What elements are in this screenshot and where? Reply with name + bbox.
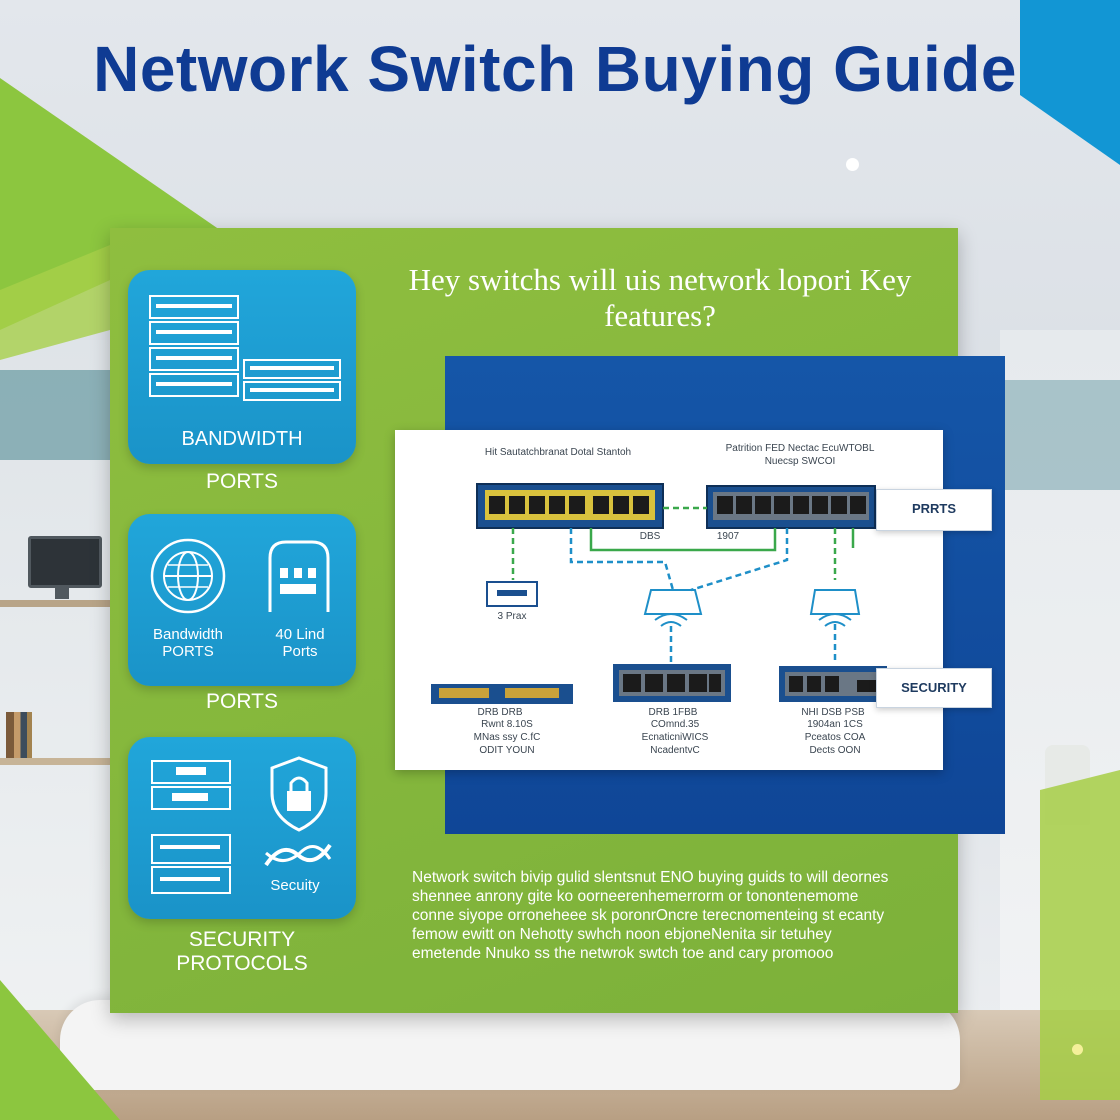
card-sub-label-bandwidth: Bandwidth PORTS — [152, 626, 224, 660]
blue-triangle-right — [1020, 0, 1120, 165]
switch-bottom-left — [431, 684, 573, 704]
network-cables-icon — [264, 843, 332, 867]
bottom-right-caption: 1904an 1CS Pceatos COA Dects OON — [804, 719, 866, 756]
switch-left-port-label: DBS — [639, 531, 661, 542]
diagram-caption-top-left: Hit Sautatchbranat Dotal Stantoh — [484, 447, 632, 458]
green-triangle-left — [0, 78, 220, 330]
switch-right — [706, 485, 876, 529]
card-caption-ports: PORTS — [206, 470, 278, 493]
card-sub-label-ports: 40 Lind Ports — [275, 626, 325, 660]
bottom-left-port-labels: DRB DRB — [477, 707, 523, 718]
guide-body-text: Network switch bivip gulid slentsnut ENO… — [412, 869, 889, 962]
rack-servers-icon — [149, 295, 341, 401]
device-label: 3 Prax — [497, 611, 527, 622]
wifi-router-center — [643, 589, 703, 627]
switch-left — [476, 483, 664, 529]
switch-bottom-right — [779, 666, 887, 702]
globe-icon — [150, 538, 226, 614]
green-panel-right — [1040, 770, 1120, 1100]
background-accent-left — [0, 370, 115, 460]
bottom-left-caption: Rwnt 8.10S MNas ssy C.fC ODIT YOUN — [473, 719, 541, 756]
shield-lock-icon — [270, 756, 328, 832]
background-monitor — [28, 536, 102, 588]
card-caption-security-protocols: SECURITY PROTOCOLS — [176, 928, 308, 975]
switch-right-port-label: 1907 — [716, 531, 740, 542]
diagram-graphics — [431, 483, 887, 704]
bottom-mid-port-labels: DRB 1FBB — [648, 707, 698, 718]
wifi-router-right — [809, 589, 861, 627]
bottom-right-port-labels: NHI DSB PSB — [801, 707, 865, 718]
card-sub-label-security: Secuity — [270, 877, 320, 894]
headline-question: Hey switchs will uis network lopori Key … — [408, 262, 912, 333]
decorative-dot-yellow — [1072, 1044, 1083, 1055]
background-sofa — [60, 1000, 960, 1090]
server-stack-icon — [151, 760, 231, 894]
small-device — [486, 581, 538, 607]
green-wedge-left — [0, 245, 110, 360]
bottom-mid-caption: COmnd.35 EcnaticniWICS NcadentvC — [641, 719, 709, 756]
background-shelf-lower — [0, 758, 110, 765]
callout-security: SECURITY — [876, 668, 992, 708]
network-diagram: Hit Sautatchbranat Dotal Stantoh Patriti… — [395, 430, 943, 770]
callout-ports: PRRTS — [876, 489, 992, 531]
background-books — [6, 712, 32, 758]
page-title: Network Switch Buying Guide — [93, 33, 1017, 105]
switch-bottom-mid — [613, 664, 731, 702]
feature-card-ports[interactable]: Bandwidth PORTS 40 Lind Ports — [128, 514, 356, 686]
card-label-bandwidth: BANDWIDTH — [181, 428, 303, 450]
feature-card-bandwidth[interactable]: BANDWIDTH — [128, 270, 356, 464]
background-accent-right — [1005, 380, 1120, 490]
background-monitor-stand — [55, 585, 69, 599]
background-shelf — [0, 600, 110, 607]
feature-card-security[interactable]: Secuity — [128, 737, 356, 919]
decorative-dot — [846, 158, 859, 171]
green-triangle-bottom-left — [0, 980, 120, 1120]
card-caption-ports-2: PORTS — [206, 690, 278, 713]
diagram-caption-top-right: Patrition FED Nectac EcuWTOBL Nuecsp SWC… — [725, 443, 875, 467]
ethernet-port-icon — [268, 540, 330, 612]
